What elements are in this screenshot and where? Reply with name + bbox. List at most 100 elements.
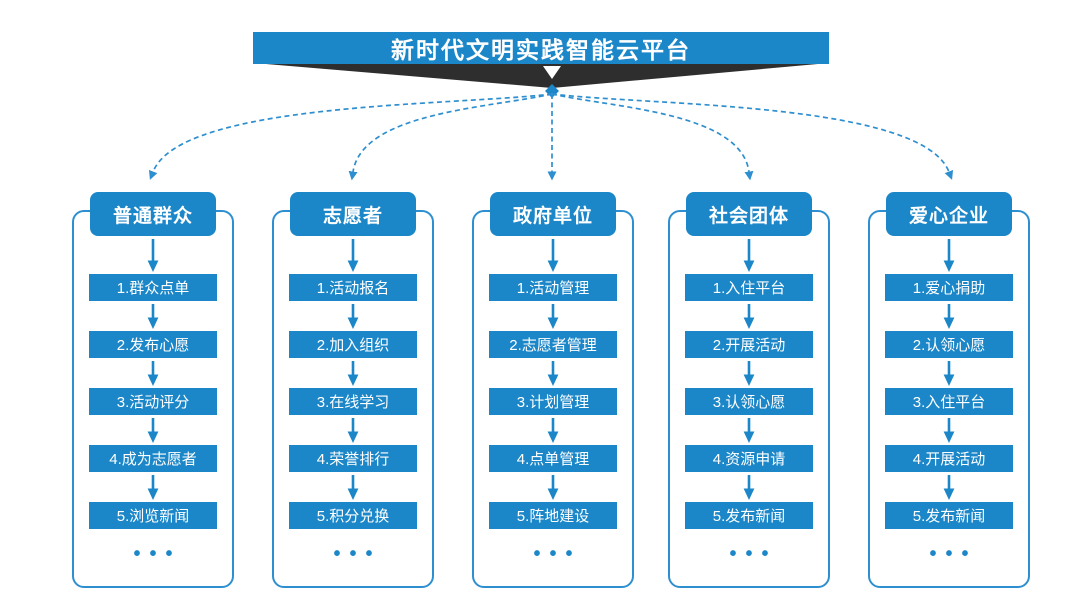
down-arrow-icon (943, 418, 955, 443)
flow-step: 5.积分兑换 (289, 502, 417, 529)
down-arrow-icon (943, 304, 955, 329)
dashed-connector-volunteers (348, 93, 553, 181)
flow-step-label: 3.在线学习 (316, 394, 390, 411)
down-arrow-icon (743, 361, 755, 386)
dashed-connector-caring-enterprises (551, 93, 954, 180)
column-social-groups: 社会团体 1.入住平台 2.开展活动 3.认领心愿 4.资源申请 5.发布新闻 … (667, 192, 831, 588)
down-arrow-icon (147, 361, 159, 386)
down-arrow-icon (347, 475, 359, 500)
down-arrow-icon (743, 304, 755, 329)
flow-step-label: 1.活动管理 (516, 280, 590, 297)
column-government-units: 政府单位 1.活动管理 2.志愿者管理 3.计划管理 4.点单管理 5.阵地建设… (471, 192, 635, 588)
flow-step-label: 2.开展活动 (712, 337, 786, 354)
column-caring-enterprises: 爱心企业 1.爱心捐助 2.认领心愿 3.入住平台 4.开展活动 5.发布新闻 … (867, 192, 1031, 588)
flow-step-label: 1.入住平台 (712, 280, 786, 297)
flow-step: 2.开展活动 (685, 331, 813, 358)
down-arrow-icon (547, 239, 559, 272)
flow-step-label: 3.活动评分 (116, 394, 190, 411)
down-arrow-icon (147, 304, 159, 329)
flow-step-label: 2.志愿者管理 (509, 337, 597, 354)
flow-step: 3.活动评分 (89, 388, 217, 415)
flow-step-label: 2.加入组织 (316, 337, 390, 354)
flow-step-label: 4.成为志愿者 (109, 451, 197, 468)
flow-step-label: 4.荣誉排行 (316, 451, 390, 468)
dashed-connector-general-public (148, 93, 553, 180)
down-arrow-icon (943, 361, 955, 386)
down-arrow-icon (743, 418, 755, 443)
flow-step: 5.发布新闻 (685, 502, 813, 529)
flow-step-label: 4.点单管理 (516, 451, 590, 468)
column-header: 社会团体 (686, 192, 812, 236)
flow-step-label: 4.资源申请 (712, 451, 786, 468)
flow-step: 3.计划管理 (489, 388, 617, 415)
down-arrow-icon (547, 361, 559, 386)
flow-step-label: 1.爱心捐助 (912, 280, 986, 297)
flow-step-label: 5.发布新闻 (712, 508, 786, 525)
flow-step: 3.入住平台 (885, 388, 1013, 415)
flow-step: 4.开展活动 (885, 445, 1013, 472)
flow-step: 2.志愿者管理 (489, 331, 617, 358)
column-header: 志愿者 (290, 192, 416, 236)
flow-step-label: 1.活动报名 (316, 280, 390, 297)
down-arrow-icon (147, 475, 159, 500)
more-dots: ••• (133, 543, 182, 565)
more-dots: ••• (333, 543, 382, 565)
down-arrow-icon (743, 475, 755, 500)
flow-step: 4.点单管理 (489, 445, 617, 472)
flow-step: 5.阵地建设 (489, 502, 617, 529)
flow-step: 2.认领心愿 (885, 331, 1013, 358)
flow-step-label: 2.发布心愿 (116, 337, 190, 354)
flow-step: 3.在线学习 (289, 388, 417, 415)
column-general-public: 普通群众 1.群众点单 2.发布心愿 3.活动评分 4.成为志愿者 5.浏览新闻… (71, 192, 235, 588)
flow-step: 5.发布新闻 (885, 502, 1013, 529)
flow-step-label: 3.计划管理 (516, 394, 590, 411)
down-arrow-icon (147, 239, 159, 272)
flow-step-label: 5.发布新闻 (912, 508, 986, 525)
ribbon-down-arrow-icon (543, 66, 561, 79)
down-arrow-icon (743, 239, 755, 272)
flow-step: 1.活动报名 (289, 274, 417, 301)
down-arrow-icon (147, 418, 159, 443)
flow-step-label: 3.认领心愿 (712, 394, 786, 411)
column-header: 普通群众 (90, 192, 216, 236)
flow-step-label: 5.积分兑换 (316, 508, 390, 525)
down-arrow-icon (347, 418, 359, 443)
down-arrow-icon (943, 475, 955, 500)
flow-step-label: 5.浏览新闻 (116, 508, 190, 525)
column-header-label: 志愿者 (322, 205, 383, 227)
flow-step: 5.浏览新闻 (89, 502, 217, 529)
flow-step-label: 1.群众点单 (116, 280, 190, 297)
flow-step-label: 2.认领心愿 (912, 337, 986, 354)
column-header-label: 社会团体 (708, 205, 789, 227)
column-header: 政府单位 (490, 192, 616, 236)
flow-step: 4.资源申请 (685, 445, 813, 472)
column-volunteers: 志愿者 1.活动报名 2.加入组织 3.在线学习 4.荣誉排行 5.积分兑换 •… (271, 192, 435, 588)
down-arrow-icon (547, 418, 559, 443)
platform-title-banner: 新时代文明实践智能云平台 (253, 32, 829, 64)
down-arrow-icon (547, 304, 559, 329)
flow-step: 4.成为志愿者 (89, 445, 217, 472)
flow-step: 2.发布心愿 (89, 331, 217, 358)
flow-step: 4.荣誉排行 (289, 445, 417, 472)
column-header: 爱心企业 (886, 192, 1012, 236)
page-title: 新时代文明实践智能云平台 (391, 37, 691, 63)
column-header-label: 爱心企业 (908, 205, 989, 227)
more-dots: ••• (929, 543, 978, 565)
flow-step: 1.活动管理 (489, 274, 617, 301)
down-arrow-icon (347, 361, 359, 386)
down-arrow-icon (943, 239, 955, 272)
flow-step: 1.爱心捐助 (885, 274, 1013, 301)
more-dots: ••• (533, 543, 582, 565)
ribbon-shape (254, 63, 829, 88)
flow-step: 2.加入组织 (289, 331, 417, 358)
flow-step-label: 4.开展活动 (912, 451, 986, 468)
down-arrow-icon (347, 239, 359, 272)
flow-step: 1.群众点单 (89, 274, 217, 301)
down-arrow-icon (547, 475, 559, 500)
flow-step: 1.入住平台 (685, 274, 813, 301)
column-header-label: 普通群众 (112, 205, 193, 227)
flow-step: 3.认领心愿 (685, 388, 813, 415)
dashed-connector-social-groups (551, 93, 754, 181)
